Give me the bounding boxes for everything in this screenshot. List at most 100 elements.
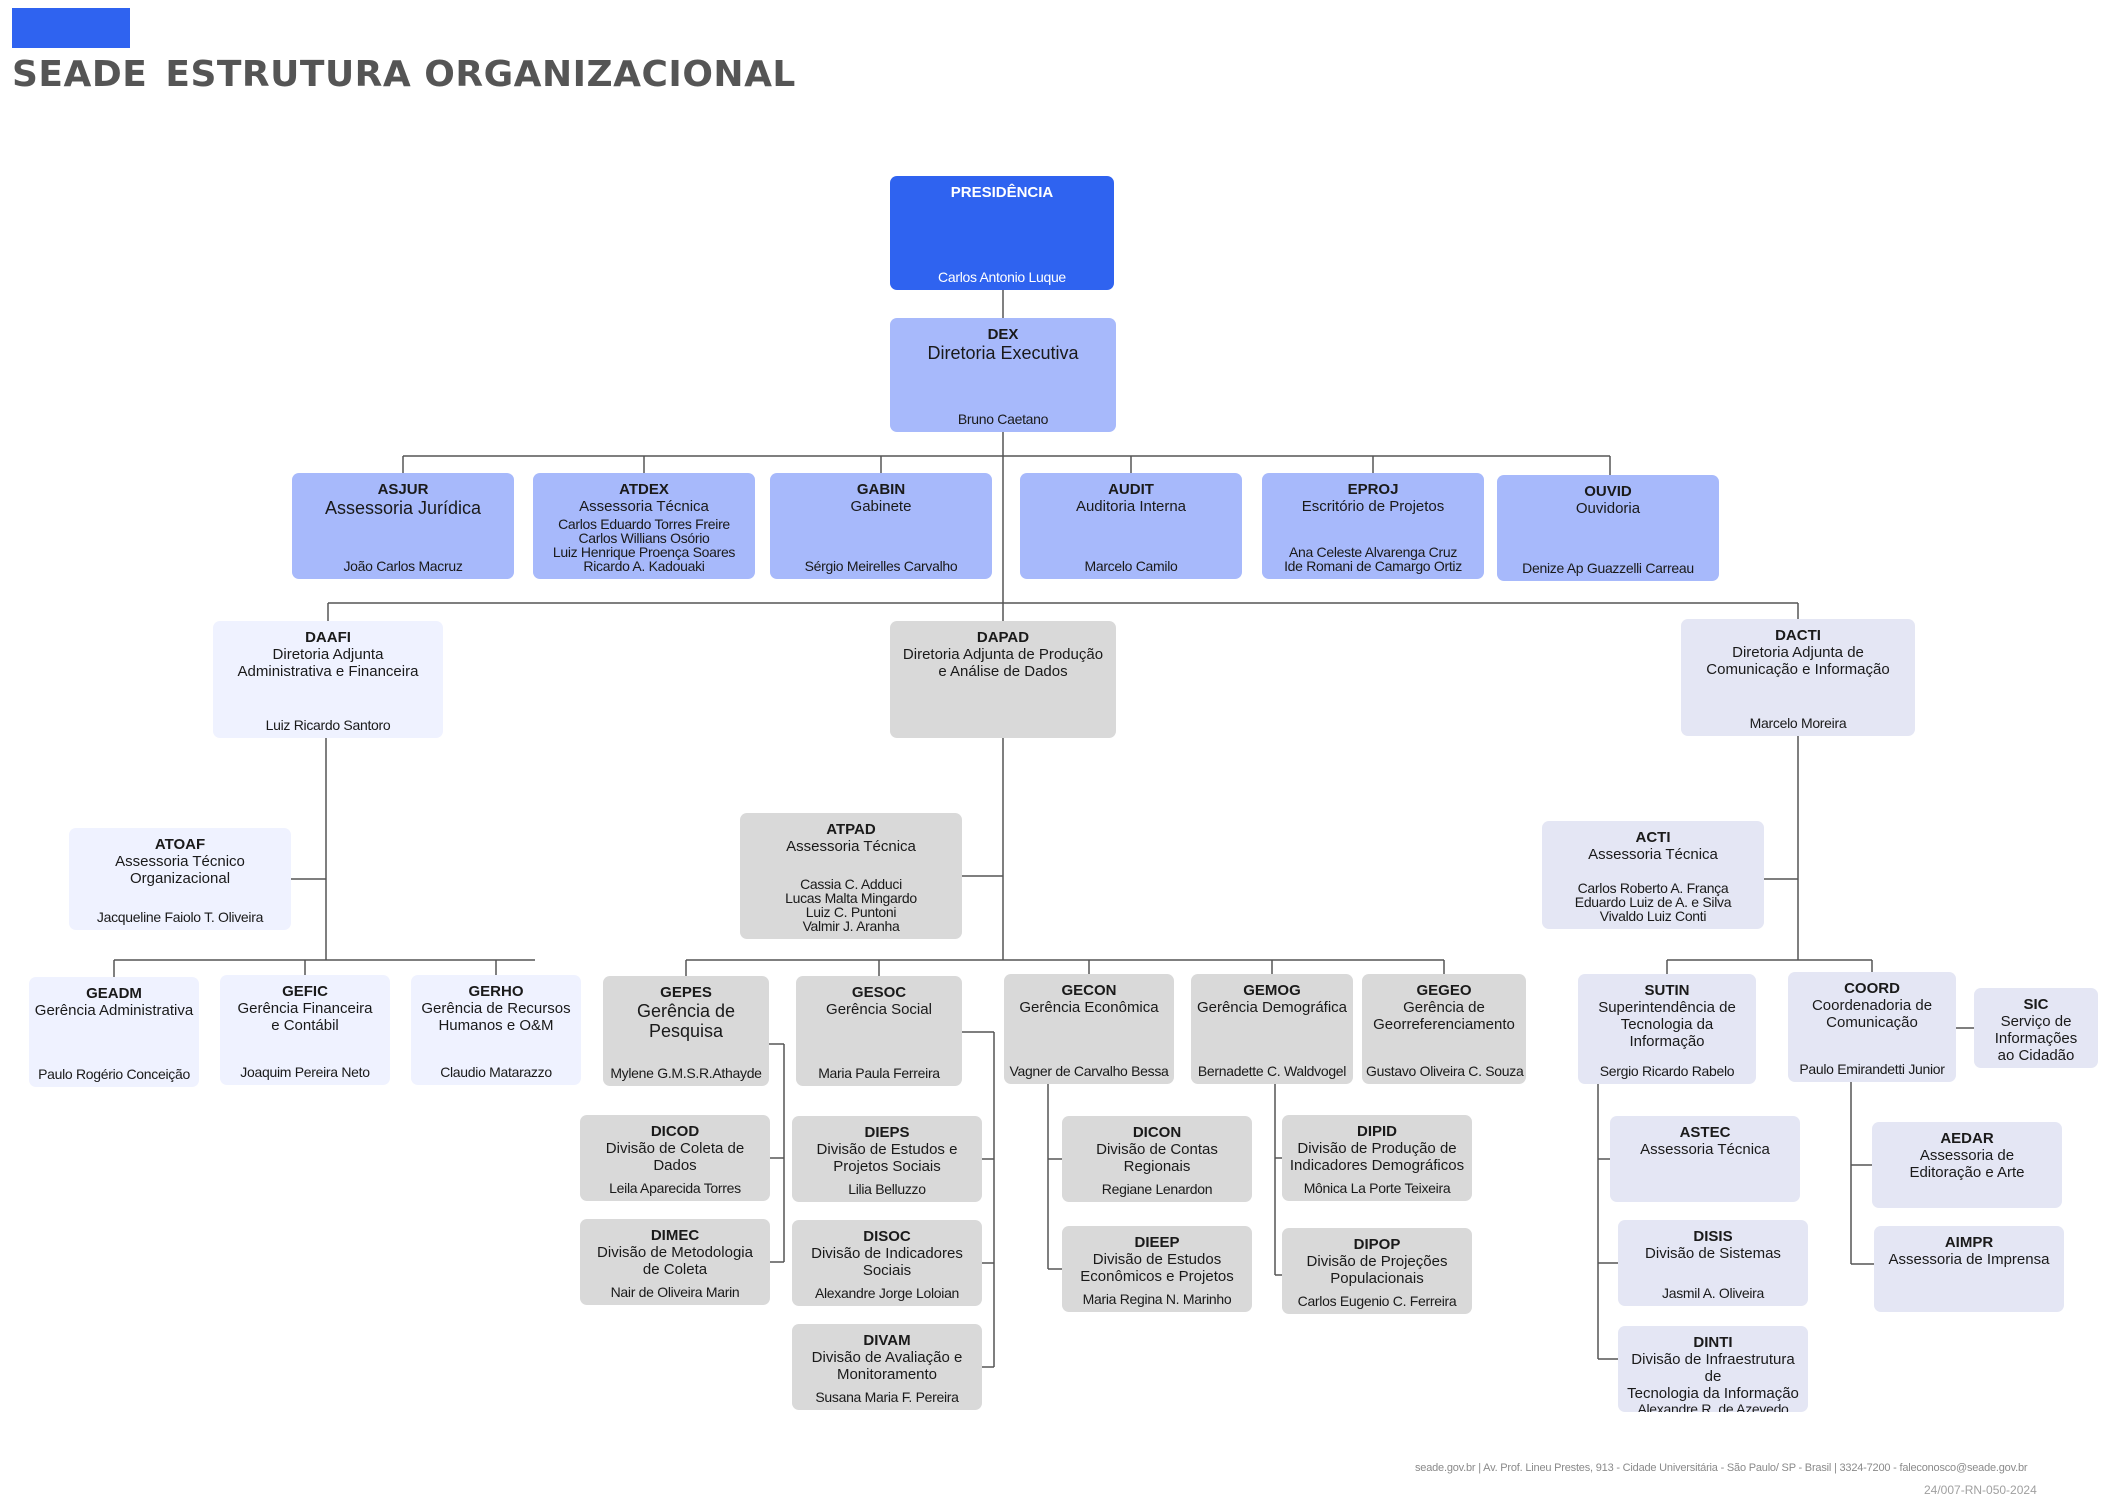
unit-name: Diretoria Adjunta Administrativa e Finan… [237,646,419,680]
unit-name: Divisão de Sistemas [1645,1245,1781,1262]
unit-abbr: AIMPR [1944,1234,1994,1251]
person-name: Lilia Belluzzo [848,1181,926,1197]
person-name: Leila Aparecida Torres [609,1180,741,1196]
unit-abbr: GEFIC [282,983,328,1000]
unit-name: Gerência Econômica [1019,999,1159,1016]
unit-abbr: PRESIDÊNCIA [950,184,1054,201]
unit-abbr: ASJUR [377,481,429,498]
unit-abbr: GESOC [851,984,907,1001]
unit-abbr: COORD [1844,980,1900,997]
unit-people: Susana Maria F. Pereira [796,1390,978,1404]
person-name: Paulo Emirandetti Junior [1799,1061,1945,1077]
person-name: Regiane Lenardon [1101,1181,1213,1197]
unit-abbr: DICOD [650,1123,700,1140]
unit-abbr: GEMOG [1243,982,1301,999]
person-name: Jasmil A. Oliveira [1662,1285,1764,1301]
unit-abbr: DEX [987,326,1019,343]
unit-name: Serviço de Informações ao Cidadão [1994,1013,2078,1064]
person-name: João Carlos Macruz [343,558,463,574]
person-name: Claudio Matarazzo [440,1064,552,1080]
unit-abbr: DIPOP [1353,1236,1401,1253]
unit-name: Ouvidoria [1575,500,1641,517]
unit-abbr: DICON [1132,1124,1182,1141]
unit-name: Superintendência de Tecnologia da Inform… [1598,999,1736,1050]
person-name: Sérgio Meirelles Carvalho [804,558,958,574]
unit-people: Alexandre R. de Azevedo [1622,1402,1804,1412]
person-name: Maria Regina N. Marinho [1082,1291,1232,1307]
person-name: Carlos Eugenio C. Ferreira [1297,1293,1457,1309]
unit-name: Divisão de Contas Regionais [1096,1141,1218,1175]
unit-people: Paulo Rogério Conceição [33,1067,195,1081]
person-name: Sergio Ricardo Rabelo [1599,1063,1735,1079]
unit-abbr: DINTI [1693,1334,1733,1351]
unit-people: Regiane Lenardon [1066,1182,1248,1196]
unit-name: Assessoria Técnica [579,498,709,515]
unit-name: Coordenadoria de Comunicação [1811,997,1933,1031]
unit-people: Mylene G.M.S.R.Athayde [607,1066,765,1080]
footer-contact: seade.gov.br | Av. Prof. Lineu Prestes, … [1415,1462,2028,1474]
unit-abbr: GABIN [856,481,906,498]
person-name: Ana Celeste Alvarenga Cruz [1288,544,1458,560]
unit-name: Gerência Financeira e Contábil [237,1000,373,1034]
unit-name: Gerência Social [826,1001,932,1018]
unit-people: Nair de Oliveira Marin [584,1285,766,1299]
person-name: Cassia C. Adduci [800,876,902,892]
person-name: Luiz C. Puntoni [805,904,897,920]
unit-people: Leila Aparecida Torres [584,1181,766,1195]
brand-name: SEADE [12,54,148,95]
unit-name: Divisão de Estudos e Projetos Sociais [816,1141,958,1175]
unit-name: Divisão de Metodologia de Coleta [597,1244,753,1278]
unit-people: Jacqueline Faiolo T. Oliveira [73,910,287,924]
unit-abbr: GEPES [660,984,712,1001]
unit-abbr: ATOAF [154,836,206,853]
unit-abbr: DIEPS [864,1124,910,1141]
unit-abbr: DIEEP [1134,1234,1180,1251]
person-name: Mônica La Porte Teixeira [1303,1180,1451,1196]
unit-name: Gerência de Pesquisa [636,1001,736,1041]
unit-name: Escritório de Projetos [1301,498,1445,515]
person-name: Carlos Roberto A. França [1577,880,1729,896]
unit-people: Carlos Eugenio C. Ferreira [1286,1294,1468,1308]
unit-people: Maria Regina N. Marinho [1066,1292,1248,1306]
unit-abbr: DIMEC [650,1227,700,1244]
unit-people: Bernadette C. Waldvogel [1195,1064,1349,1078]
unit-people: Jasmil A. Oliveira [1622,1286,1804,1300]
unit-abbr: AEDAR [1940,1130,1994,1147]
unit-name: Assessoria Técnica [1588,846,1718,863]
unit-people: Carlos Antonio Luque [894,270,1110,284]
unit-abbr: SIC [2023,996,2049,1013]
unit-abbr: DAPAD [976,629,1030,646]
unit-abbr: GECON [1061,982,1117,999]
person-name: Bernadette C. Waldvogel [1197,1063,1347,1079]
unit-abbr: GERHO [468,983,524,1000]
unit-name: Diretoria Adjunta de Comunicação e Infor… [1706,644,1890,678]
person-name: Joaquim Pereira Neto [240,1064,370,1080]
unit-name: Divisão de Estudos Econômicos e Projetos [1080,1251,1234,1285]
unit-abbr: GEADM [86,985,142,1002]
